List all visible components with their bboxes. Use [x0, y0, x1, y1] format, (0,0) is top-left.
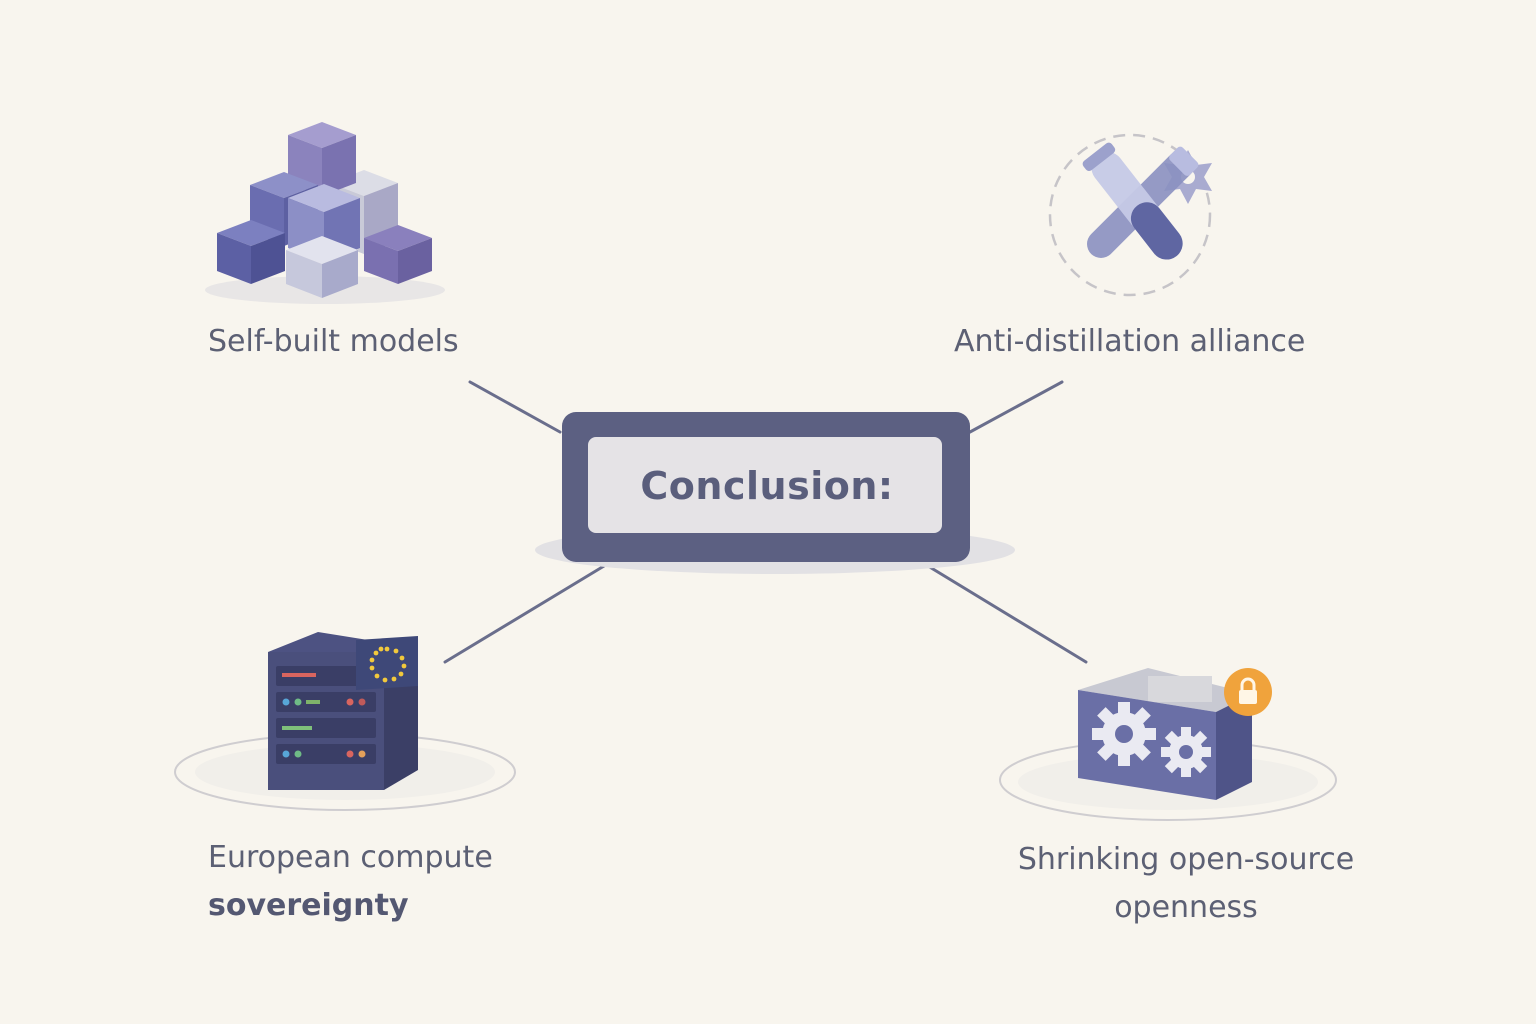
server-rack-eu-flag-icon	[174, 632, 516, 811]
gear-icon	[1092, 702, 1156, 766]
label-anti-distillation-alliance: Anti-distillation alliance	[954, 324, 1306, 359]
eu-flag-icon	[356, 636, 418, 690]
label-shrinking-line2: openness	[1114, 890, 1258, 925]
connector-shrinking	[926, 564, 1088, 664]
label-shrinking-line1: Shrinking open-source	[1017, 842, 1355, 877]
label-shrinking-open-source-openness: Shrinking open-source openness	[1006, 836, 1366, 932]
connector-lines	[443, 380, 1088, 664]
conclusion-box	[535, 412, 1015, 574]
conclusion-title: Conclusion:	[640, 464, 894, 508]
connector-self-built	[468, 380, 562, 434]
lock-icon	[1224, 668, 1272, 716]
conclusion-box-inner	[588, 437, 942, 533]
test-tubes-icon	[1048, 133, 1212, 297]
label-european-line2: sovereignty	[208, 888, 409, 923]
gear-icon	[1161, 727, 1211, 777]
label-european-line1: European compute	[208, 840, 493, 875]
cubes-icon	[205, 122, 445, 304]
connector-anti-distillation	[968, 380, 1064, 434]
gear-box-lock-icon	[999, 668, 1337, 821]
label-european-compute-sovereignty: European compute sovereignty	[208, 834, 493, 930]
label-self-built-models: Self-built models	[208, 324, 459, 359]
connector-european	[443, 564, 606, 664]
